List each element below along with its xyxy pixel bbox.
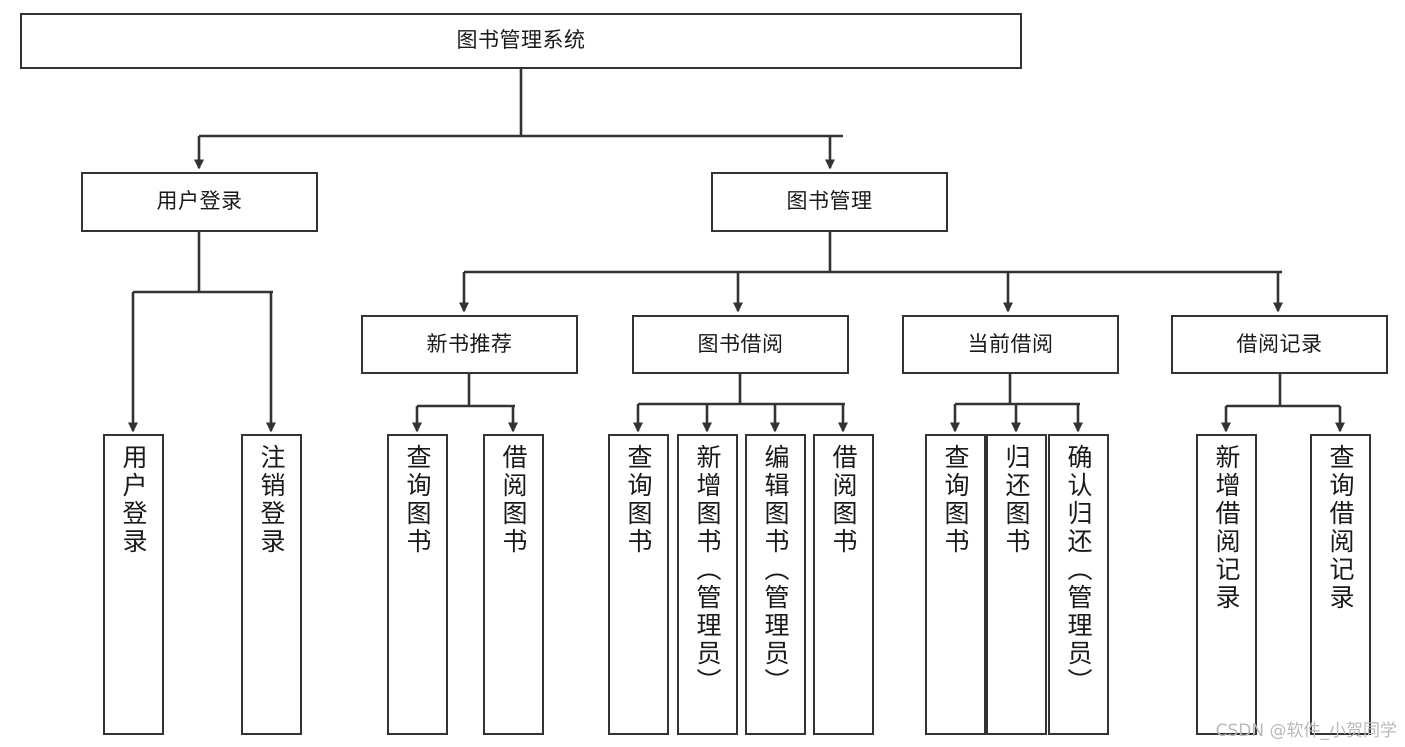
leaf-add-borrow-record[interactable]: 新增借阅记录 — [1196, 434, 1257, 735]
leaf-query-book-current[interactable]: 查询图书 — [925, 434, 986, 735]
node-current-borrow[interactable]: 当前借阅 — [902, 315, 1119, 374]
node-book-management[interactable]: 图书管理 — [711, 172, 948, 232]
leaf-borrow-book-label: 借阅图书 — [829, 444, 858, 556]
leaf-edit-book-admin-label: 编辑图书（管理员） — [761, 444, 790, 696]
leaf-logout-label: 注销登录 — [257, 444, 286, 556]
leaf-query-book-borrow-label: 查询图书 — [624, 444, 653, 556]
node-root-label: 图书管理系统 — [456, 28, 586, 53]
node-borrow-record[interactable]: 借阅记录 — [1171, 315, 1388, 374]
leaf-add-book-admin[interactable]: 新增图书（管理员） — [677, 434, 738, 735]
leaf-return-book-label: 归还图书 — [1002, 444, 1031, 556]
leaf-query-book-recommend[interactable]: 查询图书 — [387, 434, 448, 735]
leaf-logout[interactable]: 注销登录 — [241, 434, 302, 735]
leaf-confirm-return-admin-label: 确认归还（管理员） — [1064, 444, 1093, 696]
leaf-add-borrow-record-label: 新增借阅记录 — [1212, 444, 1241, 612]
node-new-book-recommend-label: 新书推荐 — [426, 331, 513, 356]
node-new-book-recommend[interactable]: 新书推荐 — [361, 315, 578, 374]
leaf-query-book-borrow[interactable]: 查询图书 — [608, 434, 669, 735]
node-book-borrow-label: 图书借阅 — [697, 331, 784, 356]
leaf-query-book-current-label: 查询图书 — [941, 444, 970, 556]
leaf-return-book[interactable]: 归还图书 — [986, 434, 1047, 735]
leaf-borrow-book-recommend[interactable]: 借阅图书 — [483, 434, 544, 735]
node-book-borrow[interactable]: 图书借阅 — [632, 315, 849, 374]
leaf-add-book-admin-label: 新增图书（管理员） — [693, 444, 722, 696]
node-user-login[interactable]: 用户登录 — [81, 172, 318, 232]
leaf-confirm-return-admin[interactable]: 确认归还（管理员） — [1048, 434, 1109, 735]
leaf-query-borrow-record[interactable]: 查询借阅记录 — [1310, 434, 1371, 735]
node-root[interactable]: 图书管理系统 — [20, 13, 1022, 69]
leaf-borrow-book-recommend-label: 借阅图书 — [499, 444, 528, 556]
node-book-management-label: 图书管理 — [786, 189, 873, 214]
node-current-borrow-label: 当前借阅 — [967, 331, 1054, 356]
node-borrow-record-label: 借阅记录 — [1236, 331, 1323, 356]
leaf-borrow-book[interactable]: 借阅图书 — [813, 434, 874, 735]
node-user-login-label: 用户登录 — [156, 189, 243, 214]
leaf-user-login[interactable]: 用户登录 — [103, 434, 164, 735]
leaf-query-borrow-record-label: 查询借阅记录 — [1326, 444, 1355, 612]
leaf-query-book-recommend-label: 查询图书 — [403, 444, 432, 556]
leaf-edit-book-admin[interactable]: 编辑图书（管理员） — [745, 434, 806, 735]
leaf-user-login-label: 用户登录 — [119, 444, 148, 556]
